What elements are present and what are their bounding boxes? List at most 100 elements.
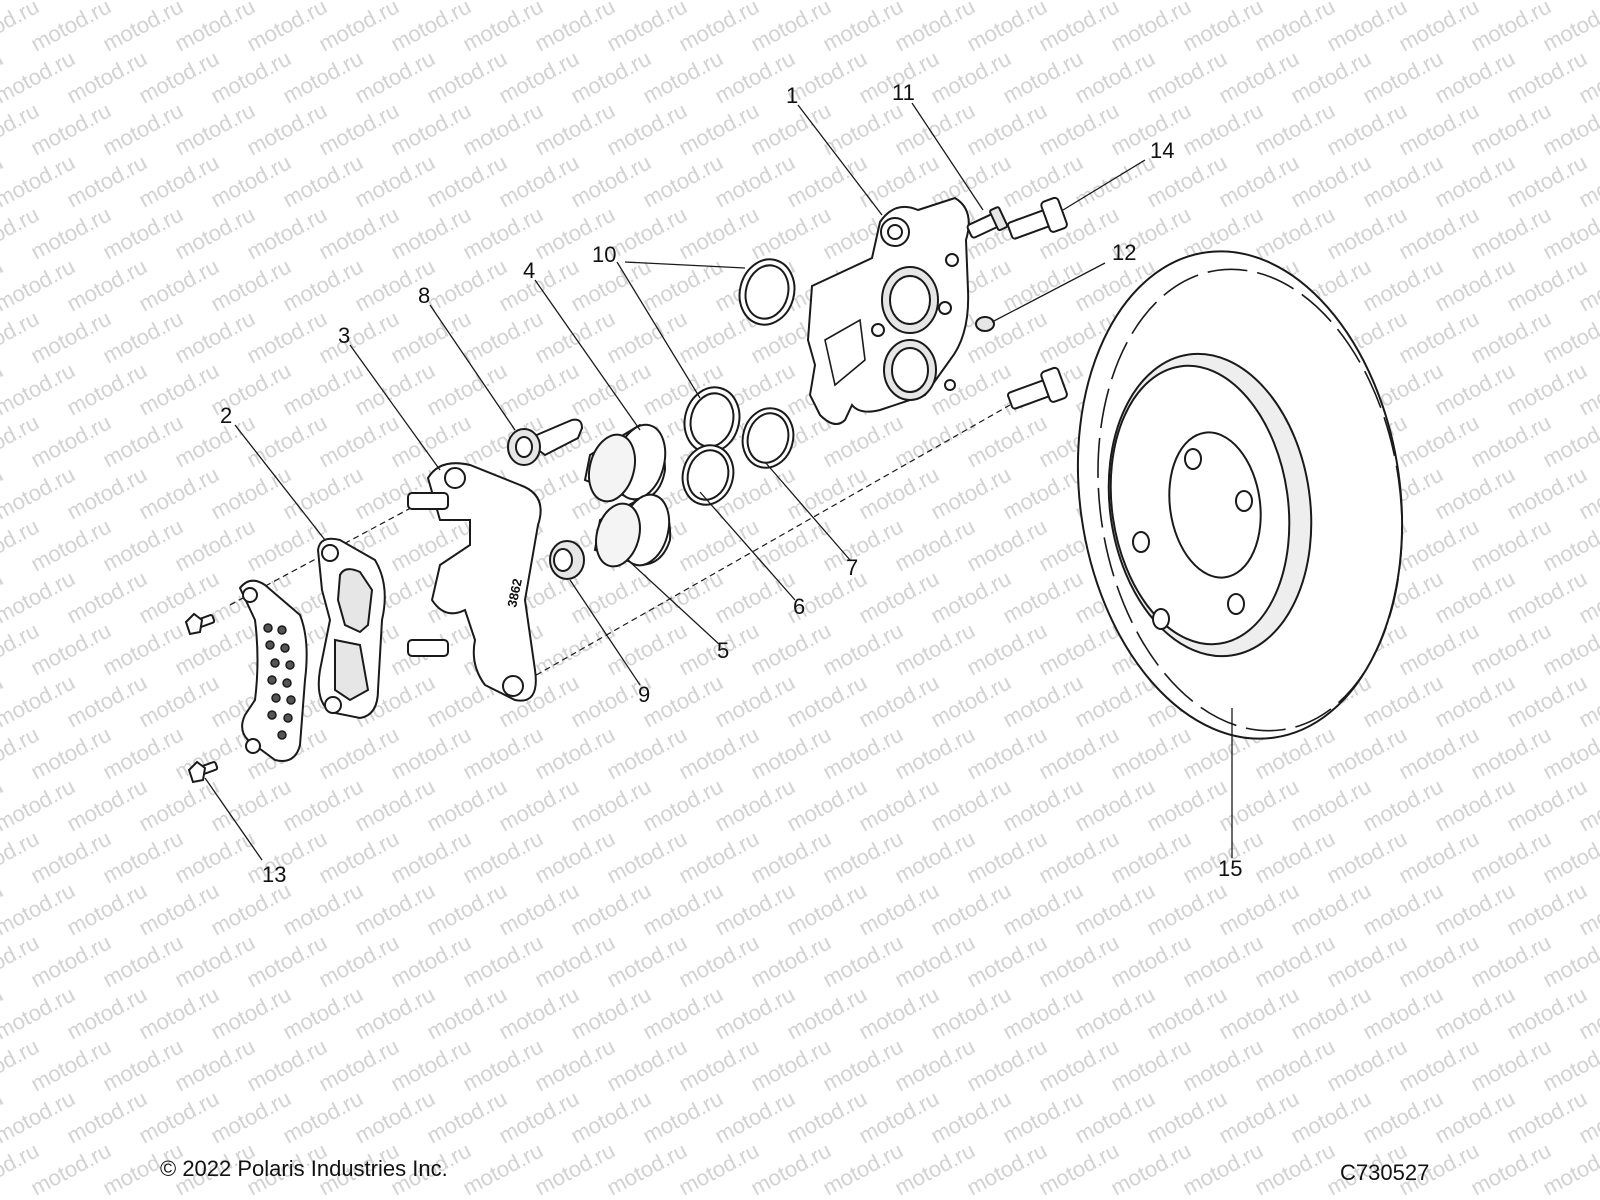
watermark-text: motod.ru: [387, 930, 475, 993]
watermark-text: motod.ru: [135, 254, 223, 317]
callout-14: 14: [1150, 138, 1174, 163]
watermark-text: motod.ru: [1503, 566, 1591, 629]
watermark-text: motod.ru: [1467, 618, 1555, 681]
watermark-text: motod.ru: [1143, 878, 1231, 941]
watermark-text: motod.ru: [603, 0, 691, 56]
watermark-text: motod.ru: [1071, 878, 1159, 941]
watermark-text: motod.ru: [99, 826, 187, 889]
watermark-text: motod.ru: [99, 514, 187, 577]
watermark-text: motod.ru: [639, 566, 727, 629]
watermark-text: motod.ru: [279, 1086, 367, 1149]
watermark-text: motod.ru: [1395, 722, 1483, 785]
watermark-text: motod.ru: [747, 1034, 835, 1097]
watermark-text: motod.ru: [711, 670, 799, 733]
watermark-text: motod.ru: [1251, 826, 1339, 889]
watermark-text: motod.ru: [1359, 670, 1447, 733]
callout-8: 8: [418, 283, 430, 308]
watermark-text: motod.ru: [819, 514, 907, 577]
watermark-text: motod.ru: [1395, 410, 1483, 473]
watermark-text: motod.ru: [27, 98, 115, 161]
watermark-text: motod.ru: [639, 774, 727, 837]
watermark-text: motod.ru: [63, 566, 151, 629]
piston-upper: [583, 423, 667, 503]
watermark-text: motod.ru: [927, 462, 1015, 525]
watermark-text: motod.ru: [1323, 0, 1411, 56]
watermark-text: motod.ru: [1503, 982, 1591, 1045]
watermark-text: motod.ru: [1287, 1086, 1375, 1149]
watermark-text: motod.ru: [63, 46, 151, 109]
callout-7: 7: [846, 555, 858, 580]
piston-seal-lower-inner: [681, 444, 735, 506]
watermark-text: motod.ru: [711, 774, 799, 837]
watermark-text: motod.ru: [675, 1034, 763, 1097]
watermark-text: motod.ru: [1071, 46, 1159, 109]
watermark-text: motod.ru: [135, 878, 223, 941]
watermark-text: motod.ru: [27, 930, 115, 993]
watermark-text: motod.ru: [1467, 1034, 1555, 1097]
watermark-text: motod.ru: [207, 982, 295, 1045]
watermark-text: motod.ru: [27, 722, 115, 785]
watermark-text: motod.ru: [1431, 46, 1519, 109]
watermark-text: motod.ru: [459, 202, 547, 265]
watermark-text: motod.ru: [459, 98, 547, 161]
caliper-bracket: 3862: [407, 462, 542, 702]
watermark-text: motod.ru: [1179, 1034, 1267, 1097]
watermark-text: motod.ru: [171, 618, 259, 681]
callout-2: 2: [220, 403, 232, 428]
watermark-text: motod.ru: [891, 930, 979, 993]
watermark-text: motod.ru: [999, 462, 1087, 525]
watermark-text: motod.ru: [351, 774, 439, 837]
watermark-text: motod.ru: [135, 150, 223, 213]
watermark-text: motod.ru: [855, 982, 943, 1045]
leader-lines: [204, 102, 1233, 861]
watermark-text: motod.ru: [1035, 930, 1123, 993]
watermark-text: motod.ru: [495, 982, 583, 1045]
watermark-text: motod.ru: [1503, 150, 1591, 213]
watermark-text: motod.ru: [495, 150, 583, 213]
watermark-text: motod.ru: [1503, 774, 1591, 837]
watermark-text: motod.ru: [1575, 0, 1600, 4]
watermark-text: motod.ru: [279, 358, 367, 421]
watermark-text: motod.ru: [387, 202, 475, 265]
watermark-text: motod.ru: [315, 722, 403, 785]
watermark-text: motod.ru: [1359, 46, 1447, 109]
watermark-text: motod.ru: [963, 722, 1051, 785]
callout-11: 11: [892, 80, 915, 105]
watermark-text: motod.ru: [1287, 46, 1375, 109]
watermark-text: motod.ru: [963, 410, 1051, 473]
watermark-text: motod.ru: [999, 878, 1087, 941]
watermark-text: motod.ru: [243, 826, 331, 889]
watermark-text: motod.ru: [1467, 0, 1555, 56]
watermark-text: motod.ru: [531, 618, 619, 681]
pin-bushing-upper: [507, 418, 584, 466]
watermark-text: motod.ru: [135, 46, 223, 109]
callout-4: 4: [523, 258, 535, 283]
watermark-text: motod.ru: [63, 462, 151, 525]
watermark-text: motod.ru: [711, 878, 799, 941]
watermark-text: motod.ru: [855, 670, 943, 733]
watermark-text: motod.ru: [819, 722, 907, 785]
watermark-text: motod.ru: [1287, 878, 1375, 941]
watermark-text: motod.ru: [279, 774, 367, 837]
watermark-text: motod.ru: [819, 1138, 907, 1200]
watermark-text: motod.ru: [27, 826, 115, 889]
watermark-text: motod.ru: [387, 0, 475, 56]
watermark-text: motod.ru: [891, 0, 979, 56]
callout-12: 12: [1112, 240, 1136, 265]
watermark-text: motod.ru: [171, 410, 259, 473]
watermark-text: motod.ru: [819, 98, 907, 161]
watermark-text: motod.ru: [1467, 306, 1555, 369]
watermark-text: motod.ru: [171, 514, 259, 577]
watermark-text: motod.ru: [27, 1138, 115, 1200]
watermark-text: motod.ru: [1143, 982, 1231, 1045]
watermark-text: motod.ru: [747, 930, 835, 993]
watermark-text: motod.ru: [531, 930, 619, 993]
watermark-text: motod.ru: [315, 98, 403, 161]
watermark-text: motod.ru: [495, 878, 583, 941]
watermark-text: motod.ru: [531, 1034, 619, 1097]
watermark-text: motod.ru: [1431, 982, 1519, 1045]
watermark-text: motod.ru: [1503, 670, 1591, 733]
watermark-text: motod.ru: [1143, 1086, 1231, 1149]
watermark-text: motod.ru: [243, 98, 331, 161]
watermark-text: motod.ru: [1107, 722, 1195, 785]
